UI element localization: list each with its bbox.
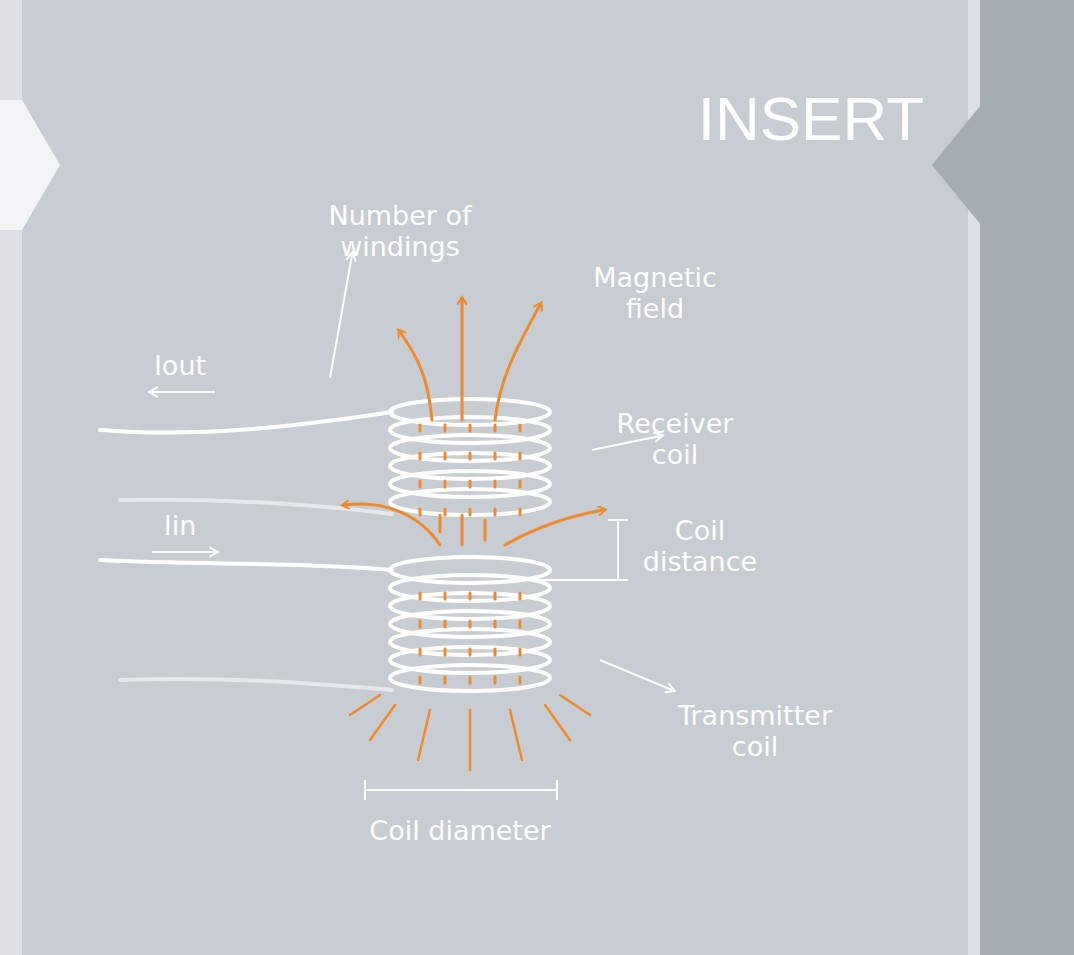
field-dash <box>519 425 522 431</box>
field-dash <box>469 649 472 655</box>
field-dash <box>444 453 447 459</box>
current-label: Iin <box>140 510 220 541</box>
coil-label: Transmitter coil <box>660 700 850 762</box>
field-dash <box>469 621 472 627</box>
coil-label: Receiver coil <box>600 408 750 470</box>
field-dash <box>469 453 472 459</box>
field-dash <box>494 509 497 515</box>
field-dash <box>519 621 522 627</box>
field-dash <box>419 453 422 459</box>
field-dash <box>519 677 522 683</box>
field-dash <box>494 621 497 627</box>
field-dash <box>494 453 497 459</box>
field-dash <box>519 453 522 459</box>
current-label: Iout <box>140 350 220 381</box>
field-dash <box>519 649 522 655</box>
field-dash <box>444 677 447 683</box>
field-dash <box>469 593 472 599</box>
field-dash <box>494 649 497 655</box>
field-dash <box>494 677 497 683</box>
field-dash <box>519 593 522 599</box>
dimension-label: Coil diameter <box>340 815 580 846</box>
field-dash <box>444 425 447 431</box>
field-label: Magnetic field <box>570 262 740 324</box>
field-dash <box>444 621 447 627</box>
field-dash <box>469 509 472 515</box>
field-dash <box>419 481 422 487</box>
field-dash <box>419 593 422 599</box>
field-dash <box>469 677 472 683</box>
field-dash <box>444 593 447 599</box>
distance-label: Coil distance <box>630 515 770 577</box>
winding-label: Number of windings <box>315 200 485 262</box>
field-dash <box>494 425 497 431</box>
field-dash <box>519 509 522 515</box>
field-dash <box>519 481 522 487</box>
field-dash <box>469 425 472 431</box>
field-dash <box>494 481 497 487</box>
field-dash <box>419 621 422 627</box>
section-title: INSERT <box>698 88 924 150</box>
field-dash <box>444 481 447 487</box>
field-dash <box>494 593 497 599</box>
field-dash <box>419 677 422 683</box>
field-dash <box>419 509 422 515</box>
field-dash <box>469 481 472 487</box>
coil-winding <box>390 489 550 515</box>
coil-winding <box>390 665 550 691</box>
field-dash <box>419 425 422 431</box>
field-dash <box>419 649 422 655</box>
field-dash <box>444 649 447 655</box>
field-dash <box>444 509 447 515</box>
